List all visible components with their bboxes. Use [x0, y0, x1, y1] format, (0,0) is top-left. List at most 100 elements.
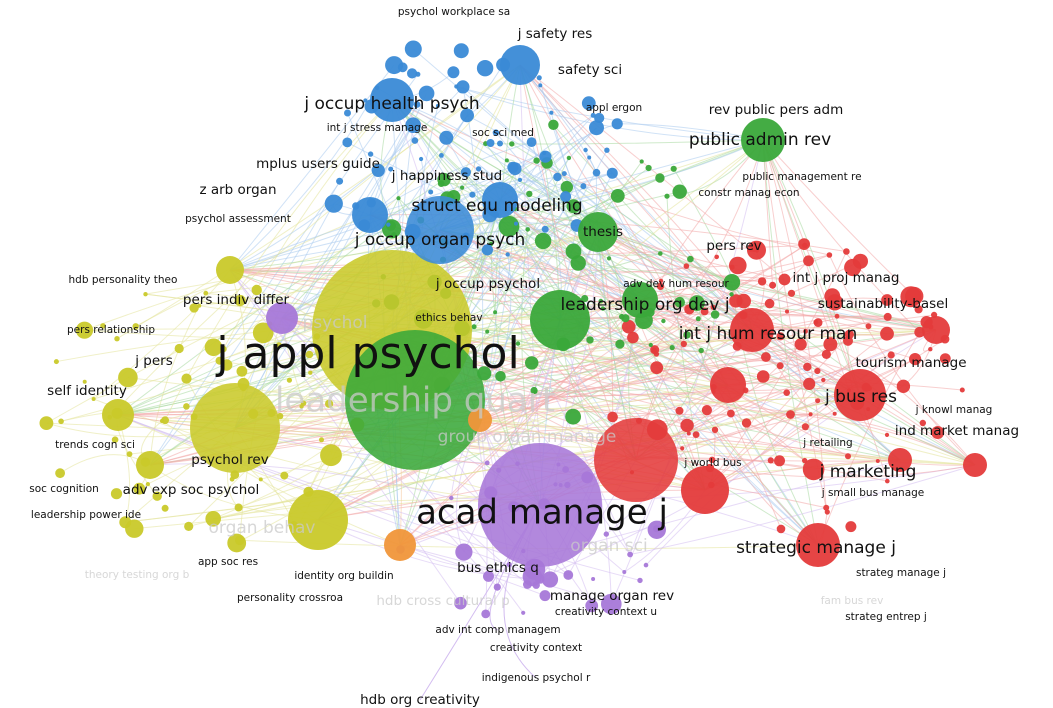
journal-node[interactable] [653, 351, 660, 357]
journal-node[interactable] [143, 292, 148, 297]
journal-node[interactable] [786, 410, 795, 419]
journal-node[interactable] [39, 416, 54, 430]
journal-node[interactable] [761, 352, 771, 362]
journal-node[interactable] [469, 191, 476, 198]
journal-node[interactable] [645, 164, 652, 172]
journal-label[interactable]: struct equ modeling [411, 196, 582, 216]
journal-node[interactable] [887, 351, 895, 359]
journal-node[interactable] [606, 167, 618, 179]
journal-node[interactable] [533, 157, 540, 164]
journal-node[interactable] [133, 482, 146, 495]
journal-node[interactable] [566, 199, 581, 214]
journal-node[interactable] [586, 336, 594, 344]
journal-node[interactable] [174, 343, 184, 354]
journal-node[interactable] [234, 503, 243, 512]
journal-node[interactable] [476, 59, 494, 77]
journal-label[interactable]: appl ergon [586, 102, 642, 114]
journal-node[interactable] [561, 171, 567, 177]
journal-node[interactable] [814, 367, 821, 375]
journal-node[interactable] [900, 286, 922, 308]
journal-node[interactable] [603, 531, 609, 537]
journal-node[interactable] [91, 397, 96, 401]
journal-node[interactable] [286, 377, 292, 383]
journal-node[interactable] [621, 319, 636, 334]
journal-node[interactable] [883, 312, 892, 321]
journal-node[interactable] [500, 45, 540, 85]
journal-node[interactable] [184, 521, 194, 532]
journal-node[interactable] [700, 307, 709, 316]
journal-node[interactable] [235, 535, 245, 546]
journal-node[interactable] [370, 78, 414, 122]
journal-node[interactable] [888, 448, 912, 472]
journal-label[interactable]: j retailing [802, 437, 852, 449]
journal-node[interactable] [701, 405, 713, 416]
journal-node[interactable] [648, 342, 653, 348]
journal-node[interactable] [300, 400, 307, 406]
journal-node[interactable] [481, 244, 493, 256]
journal-node[interactable] [843, 248, 850, 255]
journal-label[interactable]: j occup psychol [435, 276, 540, 292]
journal-node[interactable] [823, 337, 838, 352]
journal-node[interactable] [405, 117, 422, 133]
journal-node[interactable] [266, 302, 298, 334]
journal-node[interactable] [565, 408, 581, 425]
journal-label[interactable]: thesis [583, 224, 623, 240]
journal-node[interactable] [471, 324, 477, 330]
journal-node[interactable] [319, 437, 324, 443]
journal-label[interactable]: ind market manag [895, 423, 1019, 439]
journal-node[interactable] [530, 290, 590, 350]
journal-label[interactable]: hdb cross cultural p [376, 593, 509, 609]
journal-node[interactable] [111, 436, 119, 444]
journal-node[interactable] [687, 255, 694, 263]
journal-node[interactable] [880, 326, 894, 341]
journal-label[interactable]: identity org buildin [294, 570, 393, 582]
journal-node[interactable] [530, 386, 538, 395]
journal-node[interactable] [384, 529, 416, 561]
journal-node[interactable] [714, 254, 719, 260]
journal-node[interactable] [183, 403, 190, 410]
journal-node[interactable] [776, 332, 785, 341]
journal-node[interactable] [517, 177, 523, 182]
journal-node[interactable] [698, 347, 704, 354]
journal-node[interactable] [845, 521, 857, 533]
journal-node[interactable] [189, 303, 199, 313]
journal-node[interactable] [813, 319, 819, 325]
journal-node[interactable] [541, 571, 559, 588]
journal-node[interactable] [727, 409, 735, 418]
journal-node[interactable] [505, 252, 510, 257]
journal-node[interactable] [729, 292, 734, 297]
journal-node[interactable] [344, 109, 351, 117]
journal-label[interactable]: organ behav [209, 518, 316, 538]
journal-node[interactable] [931, 426, 945, 439]
journal-label[interactable]: app soc res [198, 556, 258, 568]
journal-node[interactable] [507, 161, 519, 173]
journal-label[interactable]: pers rev [706, 238, 761, 254]
journal-node[interactable] [453, 43, 469, 59]
journal-node[interactable] [834, 369, 886, 421]
journal-node[interactable] [483, 570, 494, 582]
journal-node[interactable] [689, 295, 705, 311]
journal-node[interactable] [637, 577, 643, 584]
journal-node[interactable] [234, 294, 246, 307]
journal-node[interactable] [521, 610, 526, 615]
journal-node[interactable] [145, 482, 150, 487]
journal-node[interactable] [411, 137, 419, 144]
journal-label[interactable]: trends cogn sci [55, 439, 135, 451]
journal-label[interactable]: group organ manage [438, 427, 617, 447]
journal-node[interactable] [560, 191, 572, 203]
journal-node[interactable] [708, 456, 716, 463]
journal-node[interactable] [909, 353, 922, 366]
journal-node[interactable] [774, 455, 785, 467]
journal-label[interactable]: bus ethics q [457, 560, 539, 576]
journal-node[interactable] [114, 336, 120, 342]
journal-node[interactable] [844, 329, 854, 340]
journal-label[interactable]: j knowl manag [915, 404, 993, 416]
journal-node[interactable] [439, 130, 454, 145]
journal-node[interactable] [922, 316, 950, 344]
journal-node[interactable] [418, 85, 435, 102]
journal-node[interactable] [534, 232, 552, 250]
journal-node[interactable] [435, 103, 440, 108]
journal-node[interactable] [674, 296, 685, 308]
journal-label[interactable]: ethics behav [415, 312, 482, 324]
journal-node[interactable] [539, 590, 551, 602]
